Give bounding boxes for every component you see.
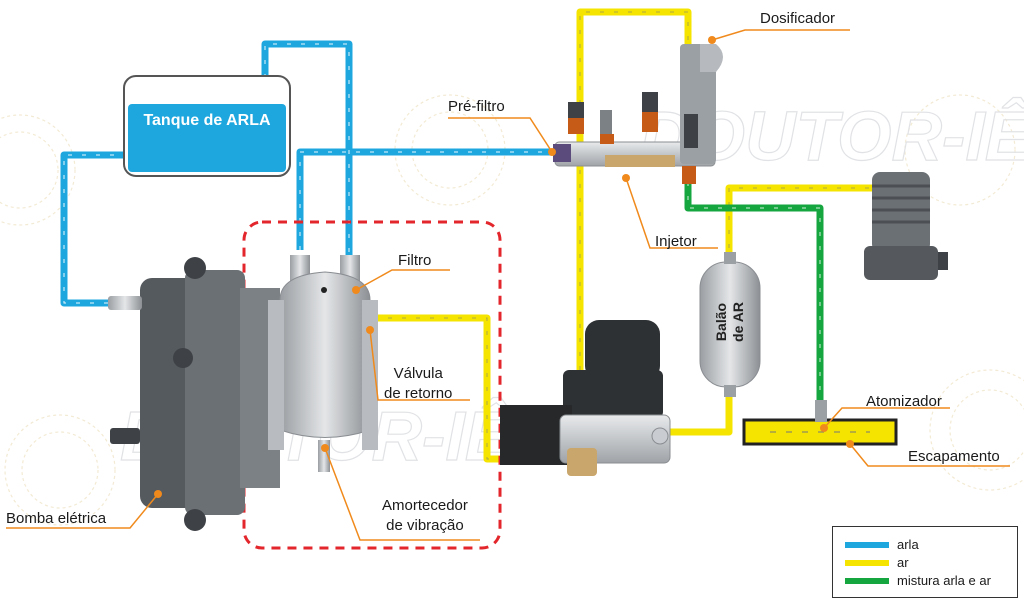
legend-swatch-mistura — [845, 578, 889, 584]
label-injetor: Injetor — [655, 233, 697, 250]
leader-dots — [154, 36, 854, 498]
label-dosificador: Dosificador — [760, 10, 836, 27]
dosing-unit — [680, 44, 723, 184]
legend-swatch-arla — [845, 542, 889, 548]
leader-lines — [6, 29, 1010, 541]
air-valve-block — [500, 320, 671, 476]
mistura-line — [684, 182, 824, 405]
label-atomizador: Atomizador — [866, 393, 942, 410]
label-valvula-retorno: Válvula de retorno — [384, 365, 453, 402]
legend-label-arla: arla — [897, 537, 919, 552]
manifold-block — [553, 92, 716, 167]
air-balloon — [699, 252, 761, 397]
legend: arla ar mistura arla e ar — [832, 526, 1018, 598]
legend-swatch-ar — [845, 560, 889, 566]
compressor — [864, 172, 948, 280]
label-pre-filtro: Pré-filtro — [448, 98, 505, 115]
balloon-title: Balão de AR — [713, 302, 746, 342]
legend-label-mistura: mistura arla e ar — [897, 573, 991, 588]
label-escapamento: Escapamento — [908, 448, 1000, 465]
label-bomba-eletrica: Bomba elétrica — [6, 510, 107, 527]
legend-label-ar: ar — [897, 555, 909, 570]
exhaust-pipe — [742, 400, 898, 446]
label-filtro: Filtro — [398, 252, 432, 269]
tank-title: Tanque de ARLA — [143, 112, 271, 129]
label-amortecedor: Amortecedor de vibração — [382, 497, 468, 534]
arla-tank — [123, 75, 291, 177]
electric-pump — [108, 257, 280, 531]
pump-module-zone — [242, 220, 502, 550]
